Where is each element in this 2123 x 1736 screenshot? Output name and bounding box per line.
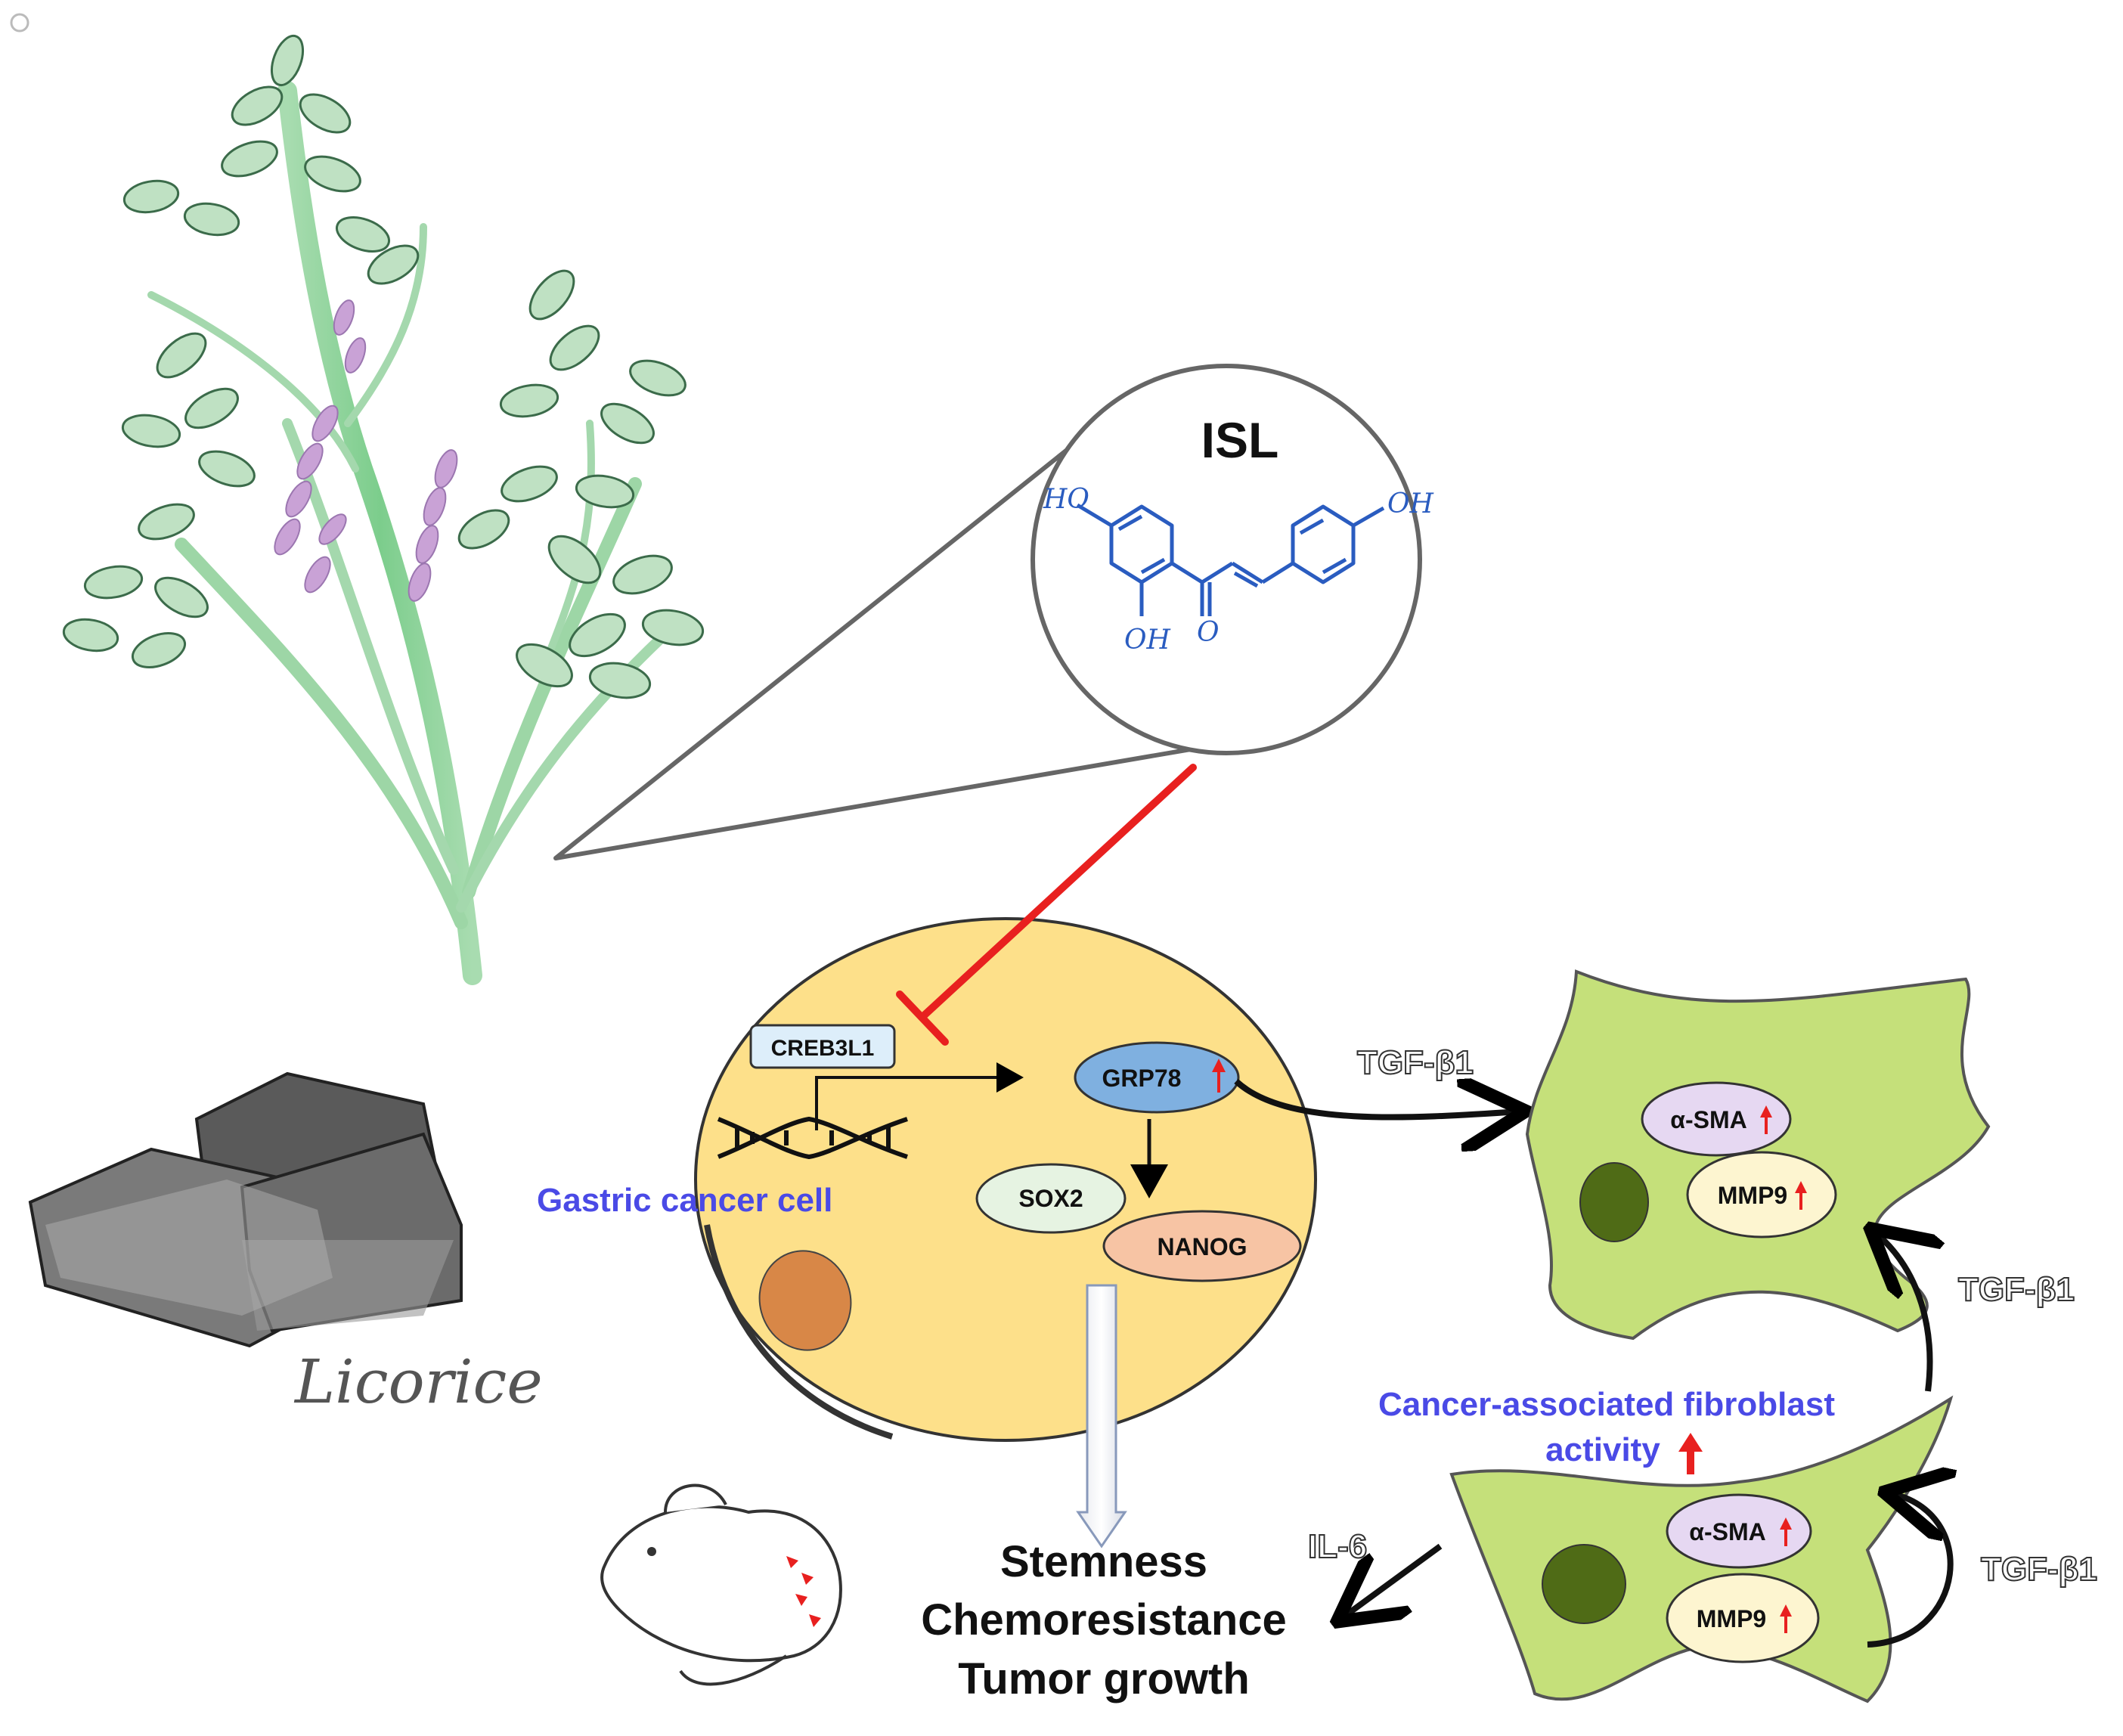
corner-dot (10, 13, 29, 33)
isl-label: ISL (1201, 412, 1279, 468)
grp78-ellipse (1074, 1041, 1240, 1114)
licorice-label: Licorice (293, 1347, 543, 1417)
tgf-right-label: TGF-β1 (1958, 1271, 2075, 1308)
asma-bottom-up-arrow (1780, 1517, 1792, 1546)
mmp9-bottom-up-arrow (1780, 1604, 1792, 1633)
magnifier (553, 364, 1422, 860)
cell-shadow-edge (704, 1224, 894, 1440)
mouse-tumor-marks (786, 1556, 821, 1627)
tgf-top-arrow (1234, 1081, 1520, 1118)
asma-top-up-arrow (1760, 1105, 1772, 1134)
outcome-stemness: Stemness (1000, 1537, 1207, 1586)
creb3l1-label: CREB3L1 (771, 1036, 875, 1061)
asma-bottom-label: α-SMA (1689, 1518, 1765, 1545)
structure-ho-label: HO (1043, 484, 1089, 515)
mmp9-bottom-label: MMP9 (1697, 1605, 1766, 1632)
grp78-label: GRP78 (1102, 1065, 1182, 1092)
il6-arrow (1342, 1543, 1443, 1618)
dna-icon (717, 1116, 908, 1160)
tgf-bottom-label: TGF-β1 (1981, 1551, 2097, 1588)
mmp9-top-up-arrow (1795, 1181, 1807, 1210)
structure-oh-right-label: OH (1387, 488, 1434, 519)
sox2-ellipse (975, 1163, 1127, 1234)
licorice-plant (62, 34, 705, 985)
isl-structure (1076, 503, 1385, 616)
outcome-broad-arrow (1076, 1284, 1127, 1548)
tgf-top-label: TGF-β1 (1357, 1044, 1474, 1081)
mmp9-top-label: MMP9 (1718, 1182, 1787, 1209)
outcome-chemoresistance: Chemoresistance (921, 1595, 1287, 1645)
caf-label-line1: Cancer-associated fibroblast (1378, 1386, 1835, 1423)
outcome-tumor-growth: Tumor growth (958, 1654, 1250, 1703)
gastric-cancer-cell-label: Gastric cancer cell (537, 1182, 832, 1219)
structure-oh-bottom-label: OH (1124, 625, 1171, 656)
caf-up-arrow (1678, 1433, 1703, 1474)
mmp9-top-ellipse (1686, 1151, 1837, 1238)
caf-label-line2: activity (1545, 1431, 1660, 1468)
fibroblast-bottom-nucleus (1542, 1544, 1626, 1624)
cancer-cell-nucleus (758, 1250, 852, 1351)
asma-top-ellipse (1641, 1081, 1792, 1157)
tgf-bottom-arrow (1867, 1493, 1951, 1648)
licorice-root-sticks (28, 1071, 463, 1348)
asma-top-label: α-SMA (1670, 1106, 1746, 1133)
sox2-label: SOX2 (1018, 1185, 1083, 1212)
nanog-ellipse (1102, 1210, 1302, 1282)
isl-inhibition (896, 764, 1197, 1046)
mouse-icon (600, 1483, 842, 1686)
structure-o-label: O (1197, 617, 1220, 648)
il6-label: IL-6 (1308, 1528, 1367, 1565)
tgf-right-arrow (1875, 1232, 1929, 1392)
mmp9-bottom-ellipse (1666, 1573, 1820, 1663)
creb3l1-box (749, 1024, 896, 1069)
transcription-arrow (815, 1062, 1024, 1130)
grp78-up-arrow (1212, 1059, 1226, 1093)
asma-bottom-ellipse (1666, 1493, 1812, 1569)
fibroblast-top-nucleus (1579, 1162, 1649, 1242)
nanog-label: NANOG (1157, 1233, 1247, 1260)
